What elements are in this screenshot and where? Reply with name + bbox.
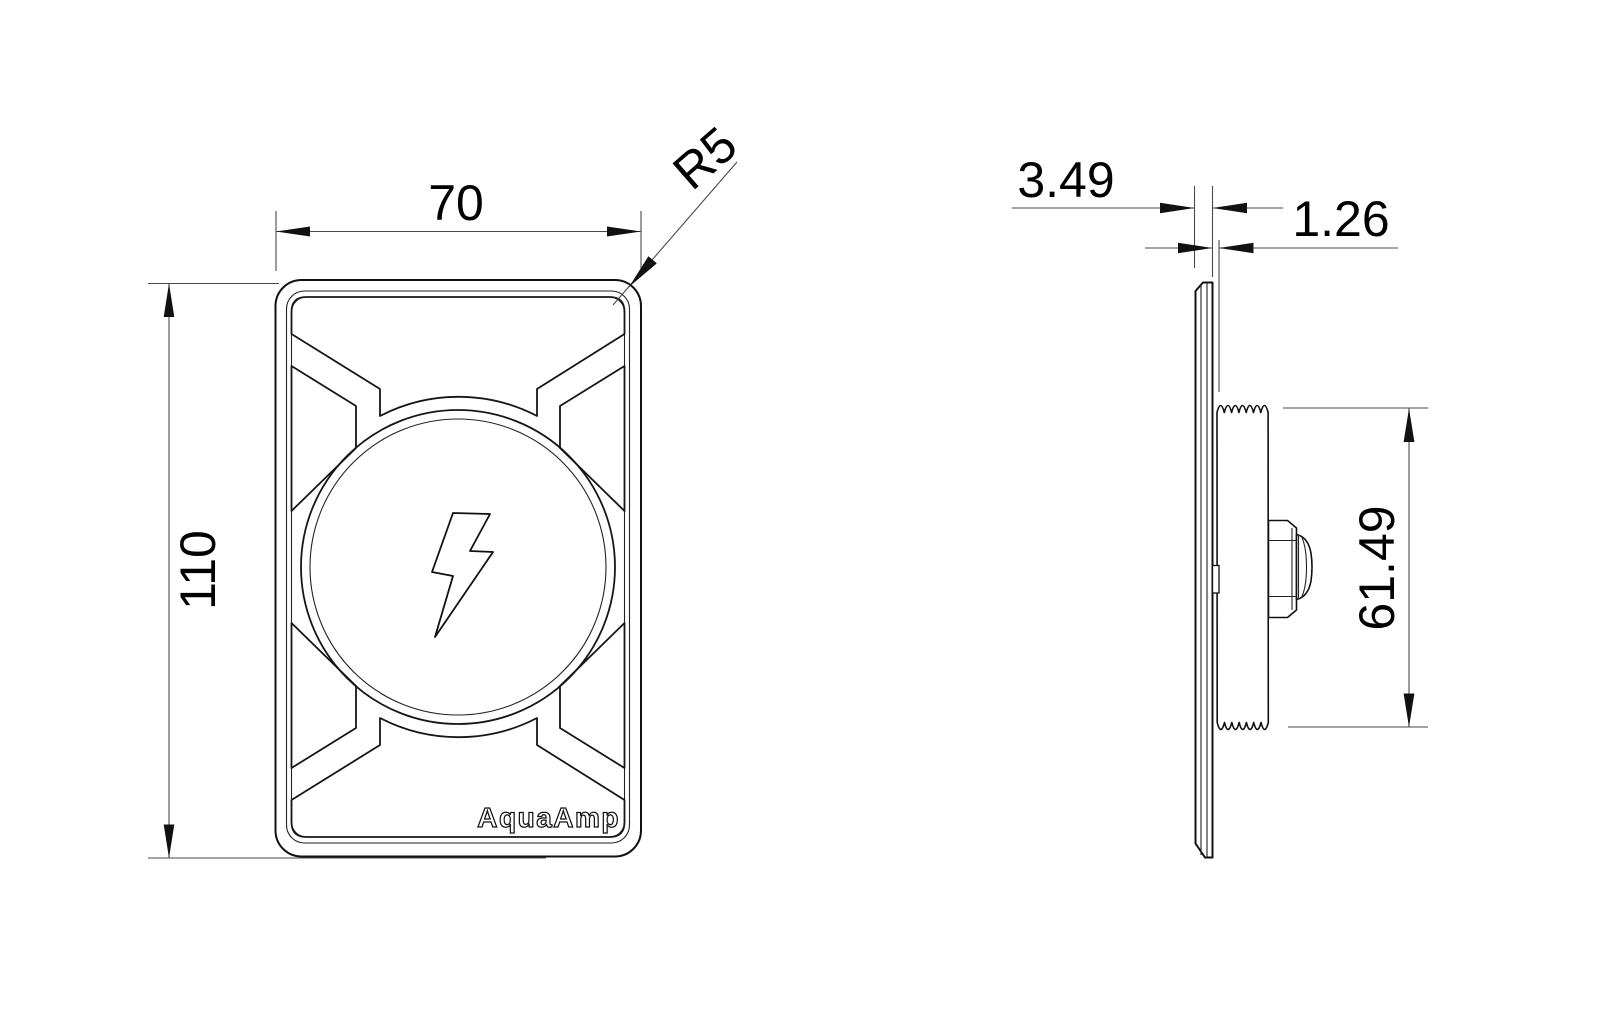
coil-length-label: 61.49: [1349, 505, 1405, 630]
upper-left-chevron-panel: [290, 365, 357, 512]
height-dimension: 110: [148, 282, 546, 859]
plate-outer-edge: [274, 279, 642, 858]
overall-thickness-dimension: 3.49: [1012, 152, 1283, 277]
width-arrow-right: [607, 226, 641, 237]
overall-thickness-label: 3.49: [1017, 152, 1114, 208]
offset-arrow-left: [1178, 242, 1213, 254]
plate-offset-dimension: 1.26: [1145, 191, 1398, 392]
plate-offset-label: 1.26: [1292, 191, 1389, 247]
width-arrow-left: [276, 226, 310, 237]
coil-arrow-top: [1403, 408, 1415, 442]
threaded-boss: [1216, 404, 1270, 731]
thickness-arrow-right: [1212, 202, 1247, 214]
hex-nut-outline: [1267, 519, 1298, 619]
front-view: AquaAmp 70 110: [148, 116, 747, 859]
terminal-tab: [1211, 564, 1220, 594]
hex-nut: [1267, 519, 1298, 619]
offset-arrow-right: [1219, 242, 1254, 254]
lower-left-chevron-panel: [290, 622, 357, 769]
coil-circle-outer: [300, 409, 616, 725]
plate-side-profile: [1194, 281, 1214, 859]
lower-right-chevron-panel: [559, 622, 626, 769]
height-arrow-top: [163, 283, 175, 317]
corner-radius-callout: R5: [612, 116, 747, 306]
side-view: 3.49 1.26 61.49: [1012, 152, 1428, 859]
upper-right-chevron-panel: [559, 365, 626, 512]
coil-circle-inner: [309, 418, 607, 716]
thickness-arrow-left: [1160, 202, 1195, 214]
plate-lip-edge: [285, 290, 631, 844]
aquaamp-logo: AquaAmp: [477, 802, 620, 833]
connector-tip: [1295, 533, 1313, 601]
connector-tip-contour: [1301, 536, 1308, 598]
height-dimension-label: 110: [170, 530, 226, 610]
connector-tip-outline: [1295, 533, 1313, 601]
top-panel-outline: [290, 296, 626, 417]
width-dimension-label: 70: [428, 175, 484, 231]
coil-arrow-bottom: [1403, 693, 1415, 727]
radius-leader-arrow: [629, 256, 657, 287]
corner-radius-label: R5: [662, 116, 747, 200]
bottom-panel-outline: [290, 717, 626, 838]
lightning-bolt-icon: [431, 512, 494, 638]
height-arrow-bottom: [163, 824, 175, 858]
width-dimension: 70: [275, 175, 642, 271]
coil-length-dimension: 61.49: [1283, 407, 1428, 728]
